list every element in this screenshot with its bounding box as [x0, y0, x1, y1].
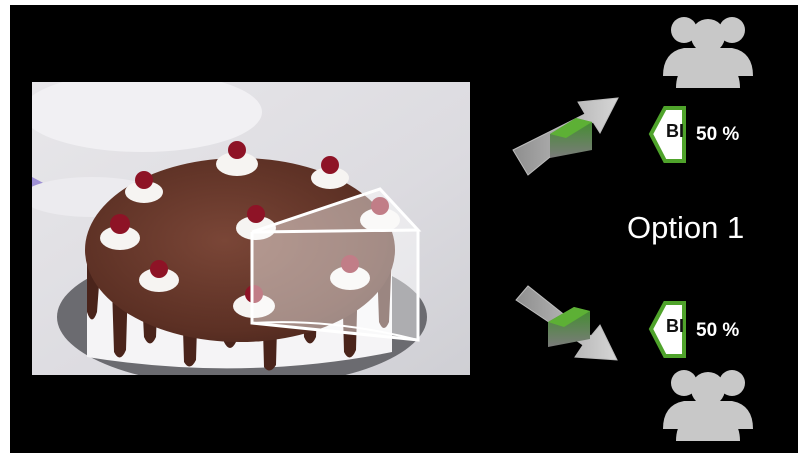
people-group-icon — [663, 17, 753, 88]
cake-slice-icon — [550, 118, 592, 158]
bottom-share-percent: 50 % — [696, 320, 739, 342]
top-share-percent: 50 % — [696, 124, 739, 146]
people-group-icon — [663, 370, 753, 441]
option-label: Option 1 — [627, 210, 744, 246]
badge-label-top: BI — [666, 121, 684, 142]
badge-label-bottom: BI — [666, 316, 684, 337]
